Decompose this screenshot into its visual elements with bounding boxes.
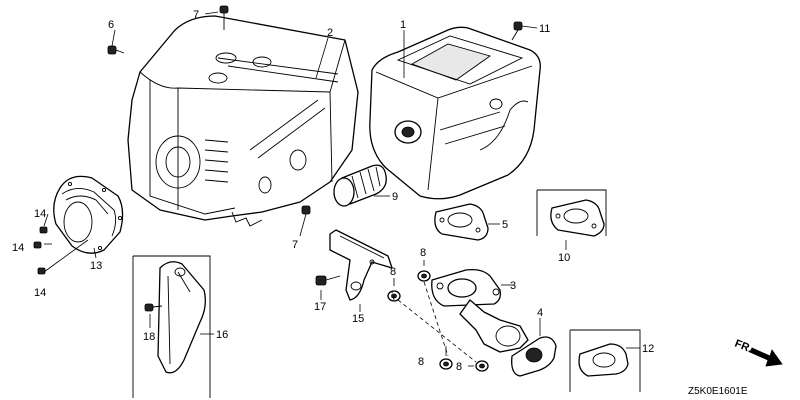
- part-exhaust-gasket-4: [511, 336, 557, 377]
- part-muffler-protector: [127, 15, 359, 227]
- screw-14-a: [39, 226, 48, 234]
- part-gasket-5: [434, 203, 489, 241]
- screw-7-bottom: [301, 205, 311, 215]
- part-gasket-12-frame: [569, 329, 641, 392]
- callout-8-a: 8: [420, 247, 426, 259]
- part-muffler: [369, 26, 541, 200]
- part-end-cover: [53, 175, 124, 254]
- bolt-17: [315, 275, 341, 286]
- callout-15: 15: [352, 313, 364, 325]
- screw-18: [144, 303, 163, 312]
- screw-14-c: [37, 267, 46, 275]
- callout-16: 16: [216, 329, 228, 341]
- screw-14-b: [33, 241, 42, 249]
- callout-4: 4: [537, 307, 543, 319]
- callout-13: 13: [90, 260, 102, 272]
- callout-labels: 1 2 3 4 5 6 7 7 8 8 8 8 9 10 11 12 13 14…: [12, 9, 654, 373]
- nut-8-b: [387, 290, 401, 302]
- front-direction-indicator: FR.: [733, 338, 783, 367]
- callout-9: 9: [392, 191, 398, 203]
- diagram-code: Z5K0E1601E: [688, 386, 748, 397]
- nut-8-d: [475, 360, 489, 372]
- leader-lines: [43, 11, 640, 367]
- callout-7-bottom: 7: [292, 239, 298, 251]
- callout-8-c: 8: [418, 356, 424, 368]
- callout-12: 12: [642, 343, 654, 355]
- callout-1: 1: [400, 19, 406, 31]
- callout-5: 5: [502, 219, 508, 231]
- part-bracket-15: [329, 229, 393, 301]
- front-direction-label: FR.: [733, 338, 754, 356]
- screw-11: [511, 21, 523, 41]
- callout-11: 11: [539, 23, 550, 35]
- front-direction-arrow-icon: [749, 347, 783, 367]
- callout-10: 10: [558, 252, 570, 264]
- callout-3: 3: [510, 280, 516, 292]
- callout-7-top: 7: [193, 9, 199, 21]
- callout-2: 2: [327, 27, 333, 39]
- nut-8-a: [417, 270, 431, 282]
- nut-8-c: [439, 358, 453, 370]
- callout-8-b: 8: [390, 266, 396, 278]
- callout-14-c: 14: [34, 287, 46, 299]
- screw-7-top: [219, 5, 229, 30]
- part-exhaust-pipe: [431, 268, 529, 353]
- callout-14-b: 14: [12, 242, 24, 254]
- callout-17: 17: [314, 301, 326, 313]
- part-gasket-10-frame: [536, 189, 607, 237]
- screw-6: [107, 45, 125, 55]
- part-heat-shield-16-frame: [132, 255, 211, 398]
- callout-18: 18: [143, 331, 155, 343]
- callout-6: 6: [108, 19, 114, 31]
- part-spark-arrester: [333, 164, 387, 207]
- callout-14-a: 14: [34, 208, 46, 220]
- callout-8-d: 8: [456, 361, 462, 373]
